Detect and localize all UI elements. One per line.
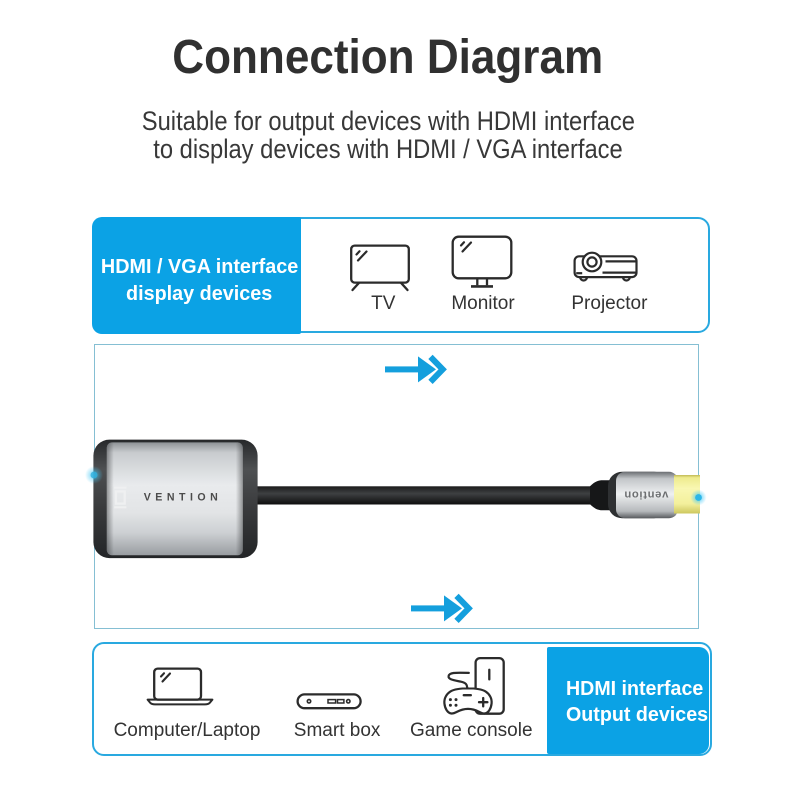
svg-text:vention: vention — [624, 488, 669, 500]
svg-text:VENTION: VENTION — [144, 492, 223, 504]
